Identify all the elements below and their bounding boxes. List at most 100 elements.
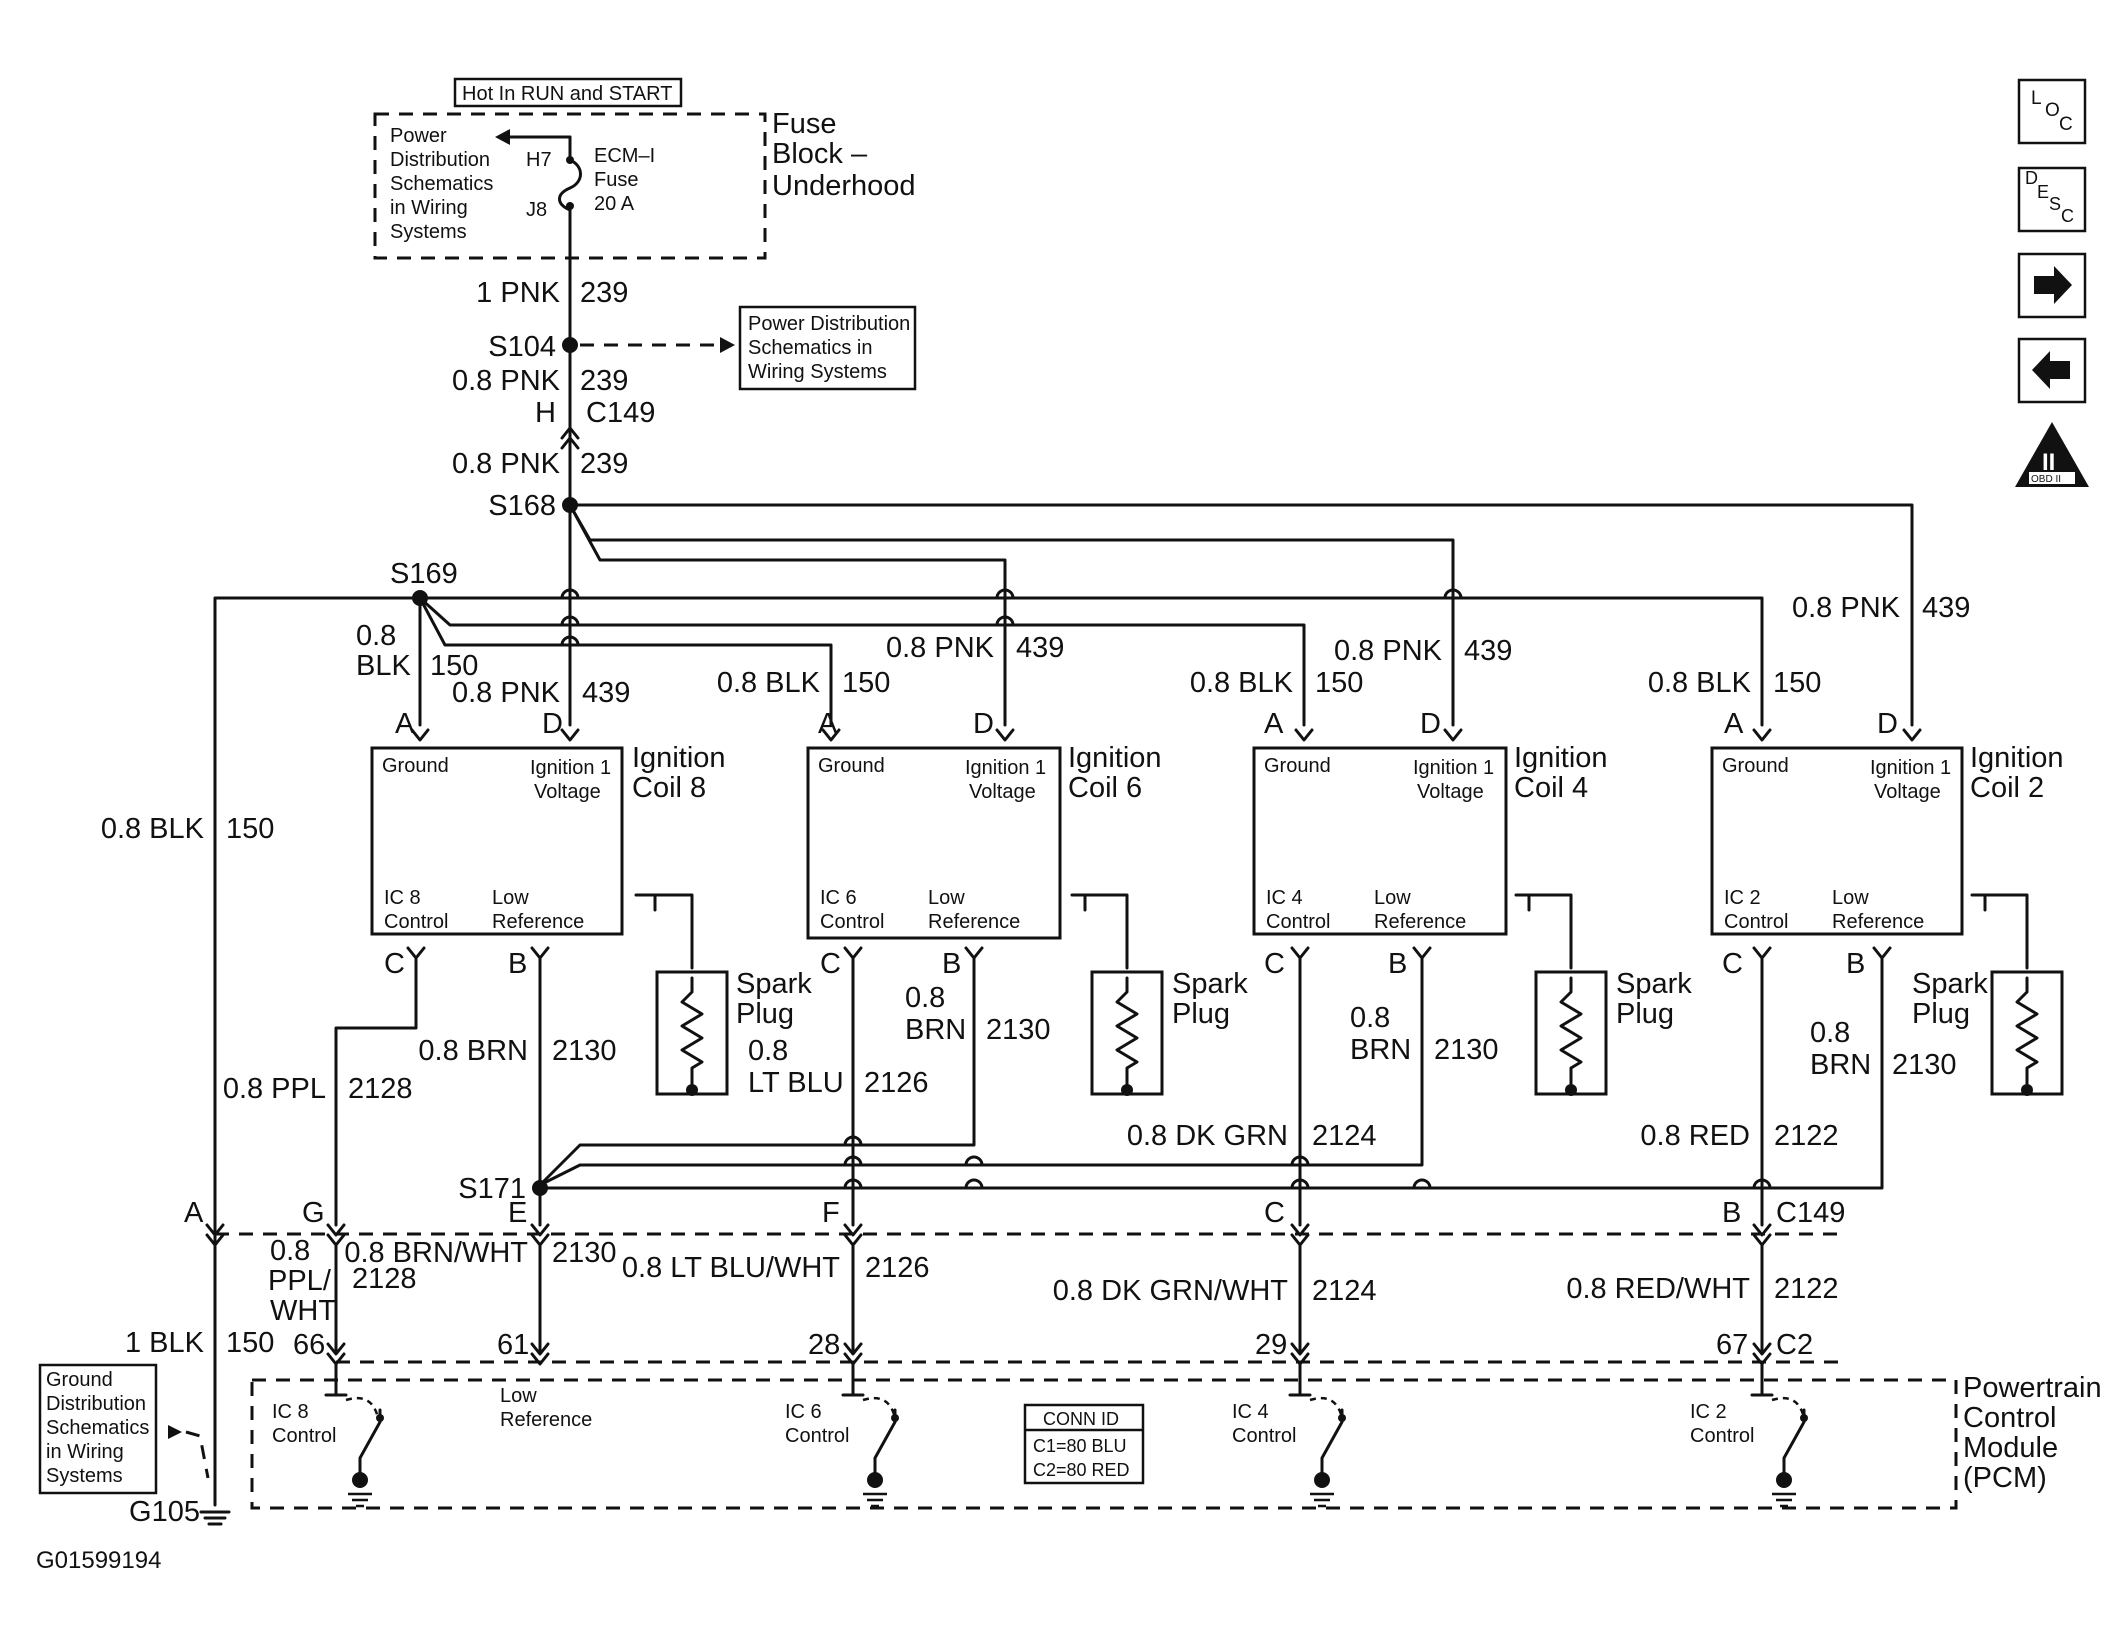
coil4-ic-2: Control: [1266, 911, 1330, 933]
coil8-blk-circuit: 150: [430, 650, 478, 682]
coil8-lowref-1: Low: [492, 887, 529, 909]
pcm-lowref-1: Low: [500, 1385, 537, 1407]
wire-439-coil2: [568, 503, 1914, 727]
coil2-lowref-2: Reference: [1832, 911, 1924, 933]
next-button[interactable]: [2017, 252, 2087, 319]
wire-150-coil2: [418, 596, 1764, 727]
coil4-box: [1252, 746, 1508, 936]
loc-letter-o: O: [2045, 100, 2060, 121]
coil6-pin-d: D: [973, 708, 994, 740]
ltblu-gauge-a: 0.8: [748, 1035, 788, 1067]
coil4-pin-d: D: [1420, 708, 1441, 740]
fuse-terminal-top: [566, 156, 574, 164]
ignition-coil-4: A D Ground Ignition 1 Voltage IC 4 Contr…: [1252, 708, 1608, 980]
c2-connector: 66 61 28 29 67 C2: [293, 1329, 1840, 1366]
spark-plugs: Spark Plug Spark Plug Spark Plug Spark P…: [634, 893, 2064, 1096]
obd-ii-button[interactable]: II OBD II: [2015, 422, 2089, 487]
coil8-title-1: Ignition: [632, 742, 726, 774]
coil8-pin-a: A: [395, 708, 415, 740]
crossing-hops-2126: [843, 1135, 863, 1190]
ground-note-leader: [185, 1430, 210, 1479]
nav-icons: L O C D E S C II OBD II: [2015, 78, 2089, 487]
back-button[interactable]: [2017, 337, 2087, 404]
wire-150-ground: [213, 596, 422, 1247]
coil2-brn-circuit: 2130: [1892, 1049, 1957, 1081]
w3-circuit: 239: [580, 448, 628, 480]
coil4-top-connector-icon: [1294, 728, 1463, 742]
fuse-block-title-1: Fuse: [772, 108, 836, 140]
loc-button-frame: [2017, 78, 2087, 145]
dkgrn-gauge: 0.8 DK GRN: [1127, 1120, 1288, 1152]
coil8-pnk-circuit: 439: [582, 677, 630, 709]
pcm-ic8-2: Control: [272, 1425, 336, 1447]
coil6-pin-b: B: [942, 948, 961, 980]
coil2-title-2: Coil 2: [1970, 772, 2044, 804]
plug8-zigzag: [680, 976, 704, 1086]
c2-pin-67: 67: [1716, 1329, 1748, 1361]
c149-label: C149: [1776, 1197, 1845, 1229]
pcm-ic6-2: Control: [785, 1425, 849, 1447]
pcm-harness-wires: [213, 1243, 1764, 1507]
wire-2130-coil2: [546, 956, 1884, 1190]
pplwht-gauge-b: PPL/: [268, 1265, 332, 1297]
pcm-ic2-2: Control: [1690, 1425, 1754, 1447]
coil8-pnk-gauge: 0.8 PNK: [452, 677, 561, 709]
c149-pin-b: B: [1722, 1197, 1741, 1229]
coil4-blk-gauge: 0.8 BLK: [1190, 667, 1294, 699]
plug8-ground-dot: [686, 1084, 698, 1096]
obd-label: OBD II: [2031, 474, 2061, 485]
arrow-right-icon: [2034, 266, 2072, 304]
w1-circuit: 239: [580, 277, 628, 309]
gnd-circuit: 150: [226, 1327, 274, 1359]
ground-g105-icon: [199, 1510, 231, 1526]
power-dist-note-4: in Wiring: [390, 197, 468, 219]
pcm-title-3: Module: [1963, 1432, 2058, 1464]
coil6-ign-1: Ignition 1: [965, 757, 1046, 779]
ltblu-circuit: 2126: [864, 1067, 929, 1099]
switch-ic4-icon: [1288, 1362, 1312, 1397]
wire-150-coil6: [418, 596, 833, 727]
fuse-block: Hot In RUN and START Fuse Block – Underh…: [373, 77, 916, 260]
c2-pin-28: 28: [808, 1329, 840, 1361]
coil6-top-connector-icon: [821, 728, 1015, 742]
pplwht-gauge-c: WHT: [270, 1295, 336, 1327]
switch-ic8-pivot: [376, 1414, 384, 1422]
coil8-blk-gauge-b: BLK: [356, 650, 411, 682]
pcm-outline: [250, 1378, 1958, 1510]
coil2-bottom-connector-icon: [1752, 946, 1892, 960]
switch-ic6-icon: [841, 1362, 865, 1397]
red-circuit: 2122: [1774, 1120, 1839, 1152]
c149-top-pin: H: [535, 397, 556, 429]
obd-triangle-icon: [2015, 422, 2089, 487]
switch-ic6-ground-icon: [863, 1492, 887, 1508]
c2-pin-29: 29: [1255, 1329, 1287, 1361]
fuse-block-title-2: Block –: [772, 138, 868, 170]
fuse-pin-j8: J8: [526, 199, 547, 221]
coil2-pin-d: D: [1877, 708, 1898, 740]
coil6-pnk-circuit: 439: [1016, 632, 1064, 664]
coil2-pin-c: C: [1722, 948, 1743, 980]
coil8-ign-1: Ignition 1: [530, 757, 611, 779]
plug2-label-1: Spark: [1912, 968, 1988, 1000]
crossing-hops-coil4-ref: [1412, 1178, 1432, 1190]
crossing-hop: [995, 588, 1015, 600]
plug4-label-2: Plug: [1616, 998, 1674, 1030]
coil6-brn-gauge-b: BRN: [905, 1014, 966, 1046]
switch-ic2-ground-icon: [1772, 1492, 1796, 1508]
coil4-lowref-1: Low: [1374, 887, 1411, 909]
wire-2130-coil6: [538, 956, 976, 1187]
plug2-lead: [1970, 893, 2029, 970]
power-dist-note-2: Distribution: [390, 149, 490, 171]
desc-button[interactable]: D E S C: [2017, 166, 2087, 233]
coil4-title-2: Coil 4: [1514, 772, 1588, 804]
coil6-blk-circuit: 150: [842, 667, 890, 699]
figure-id: G01599194: [36, 1547, 161, 1574]
pcm-ic2-1: IC 2: [1690, 1401, 1727, 1423]
fuse-label-1: ECM–I: [594, 145, 655, 167]
arrow-right-icon: [720, 337, 735, 353]
coil2-pnk-gauge: 0.8 PNK: [1792, 592, 1901, 624]
ground-note-box: [38, 1363, 158, 1495]
loc-button[interactable]: L O C: [2017, 78, 2087, 145]
ground-note-3: Schematics: [46, 1417, 149, 1439]
coil6-box: [806, 746, 1062, 940]
